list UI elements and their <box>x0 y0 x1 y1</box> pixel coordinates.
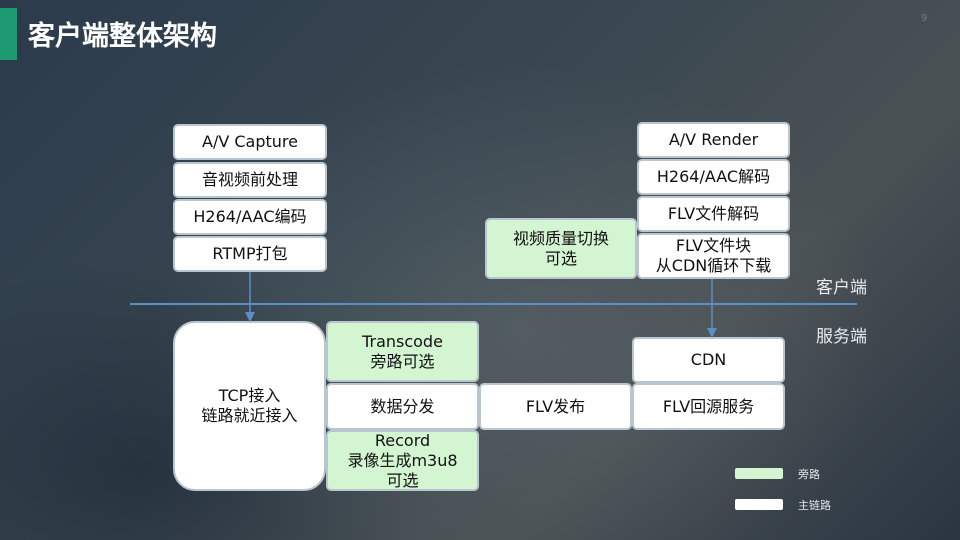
box-tcp-access: TCP接入 链路就近接入 <box>173 321 326 491</box>
box-rtmp-pack: RTMP打包 <box>173 236 327 272</box>
legend-bypass-swatch <box>735 468 783 479</box>
box-flv-publish: FLV发布 <box>479 383 632 430</box>
box-cdn: CDN <box>632 337 785 383</box>
box-record: Record 录像生成m3u8 可选 <box>326 430 479 491</box>
client-side-label: 客户端 <box>816 278 867 298</box>
box-av-capture: A/V Capture <box>173 124 327 160</box>
box-preprocess: 音视频前处理 <box>173 162 327 198</box>
box-transcode: Transcode 旁路可选 <box>326 321 479 382</box>
server-side-label: 服务端 <box>816 327 867 347</box>
box-av-render: A/V Render <box>637 122 790 158</box>
box-quality-switch: 视频质量切换 可选 <box>485 218 637 279</box>
page-number: 9 <box>921 13 928 24</box>
legend-main-swatch <box>735 499 783 510</box>
client-server-divider <box>130 303 857 305</box>
box-flv-origin: FLV回源服务 <box>632 383 785 430</box>
box-encode: H264/AAC编码 <box>173 199 327 235</box>
legend-bypass-label: 旁路 <box>798 468 820 481</box>
page-title: 客户端整体架构 <box>28 21 217 52</box>
box-data-distribute: 数据分发 <box>326 383 479 430</box>
legend-main-label: 主链路 <box>798 499 831 512</box>
box-decode: H264/AAC解码 <box>637 159 790 195</box>
box-flv-decode: FLV文件解码 <box>637 196 790 232</box>
title-accent-bar <box>0 8 17 60</box>
box-flv-download: FLV文件块 从CDN循环下载 <box>637 233 790 279</box>
